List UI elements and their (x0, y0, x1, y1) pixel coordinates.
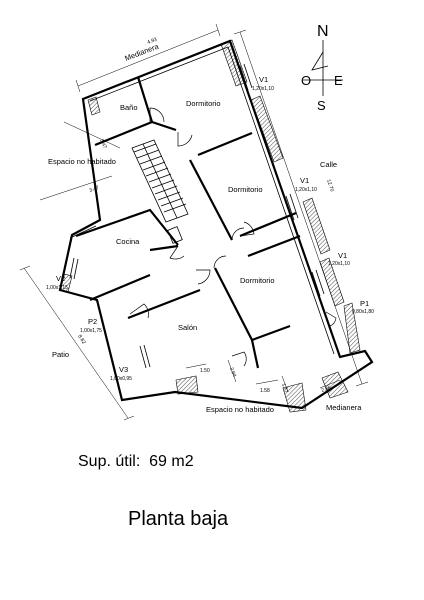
medianera-top-label: Medianera (123, 41, 160, 62)
dimension-labels: 4.93 12.70 3.47 3.47 8.82 1.50 2.94 1.58… (76, 37, 335, 394)
usable-area-value: 69 m2 (149, 453, 194, 470)
opening-v2-size: 1,00x1,15 (46, 285, 68, 291)
opening-v1-b-code: V1 (300, 176, 309, 185)
dim-left-lower: 3.47 (89, 185, 100, 194)
usable-area: Sup. útil: 69 m2 (78, 453, 194, 471)
opening-p2-code: P2 (88, 317, 97, 326)
compass-n: N (317, 23, 329, 40)
floor-title: Planta baja (128, 508, 229, 530)
compass-o: O (301, 73, 311, 88)
dim-patio: 8.82 (76, 334, 86, 346)
room-dormitorio-3-label: Dormitorio (240, 276, 275, 285)
opening-v1-a-code: V1 (259, 75, 268, 84)
dim-bottom-c: 1.58 (260, 388, 270, 394)
compass-s: S (317, 98, 326, 113)
opening-v1-c-size: 1,20x1,10 (328, 261, 350, 267)
room-labels: Baño Dormitorio Dormitorio Dormitorio Co… (116, 99, 275, 332)
opening-v3-code: V3 (119, 365, 128, 374)
hatched-walls (59, 39, 361, 413)
opening-p1-code: P1 (360, 299, 369, 308)
room-dormitorio-1-label: Dormitorio (186, 99, 221, 108)
espacio-left-label: Espacio no habitado (48, 157, 116, 166)
medianera-bottom-label: Medianera (326, 403, 362, 412)
compass-rose: N O E S (301, 23, 343, 113)
interior-walls (75, 76, 301, 369)
patio-label: Patio (52, 350, 69, 359)
room-dormitorio-2-label: Dormitorio (228, 185, 263, 194)
dim-bottom-b: 2.94 (228, 367, 237, 378)
opening-v2-code: V2 (56, 274, 65, 283)
calle-label: Calle (320, 160, 337, 169)
espacio-bottom-label: Espacio no habitado (206, 405, 274, 414)
staircase (131, 139, 189, 244)
windows (69, 63, 325, 369)
compass-e: E (334, 73, 343, 88)
opening-v3-size: 1,00x0,95 (110, 376, 132, 382)
room-salon-label: Salón (178, 323, 197, 332)
usable-area-label: Sup. útil: (78, 453, 141, 470)
opening-v1-a-size: 1,20x1,10 (252, 86, 274, 92)
dim-top: 4.93 (147, 37, 158, 46)
door-swings (129, 107, 337, 367)
opening-labels: V1 1,20x1,10 V1 1,20x1,10 V1 1,20x1,10 V… (46, 75, 374, 382)
room-cocina-label: Cocina (116, 237, 140, 246)
opening-p1-size: 0,80x1,80 (352, 309, 374, 315)
dim-left-upper: 3.47 (98, 138, 108, 150)
dim-bottom-a: 1.50 (200, 368, 210, 374)
room-bano-label: Baño (120, 103, 138, 112)
opening-v1-c-code: V1 (338, 251, 347, 260)
dim-right: 12.70 (325, 179, 335, 193)
dim-bottom-e: 2.86 (321, 385, 332, 394)
dimension-lines (19, 23, 369, 421)
dim-bottom-d: 1.77 (280, 383, 289, 394)
opening-v1-b-size: 1,20x1,10 (295, 187, 317, 193)
opening-p2-size: 1,00x1,75 (80, 328, 102, 334)
